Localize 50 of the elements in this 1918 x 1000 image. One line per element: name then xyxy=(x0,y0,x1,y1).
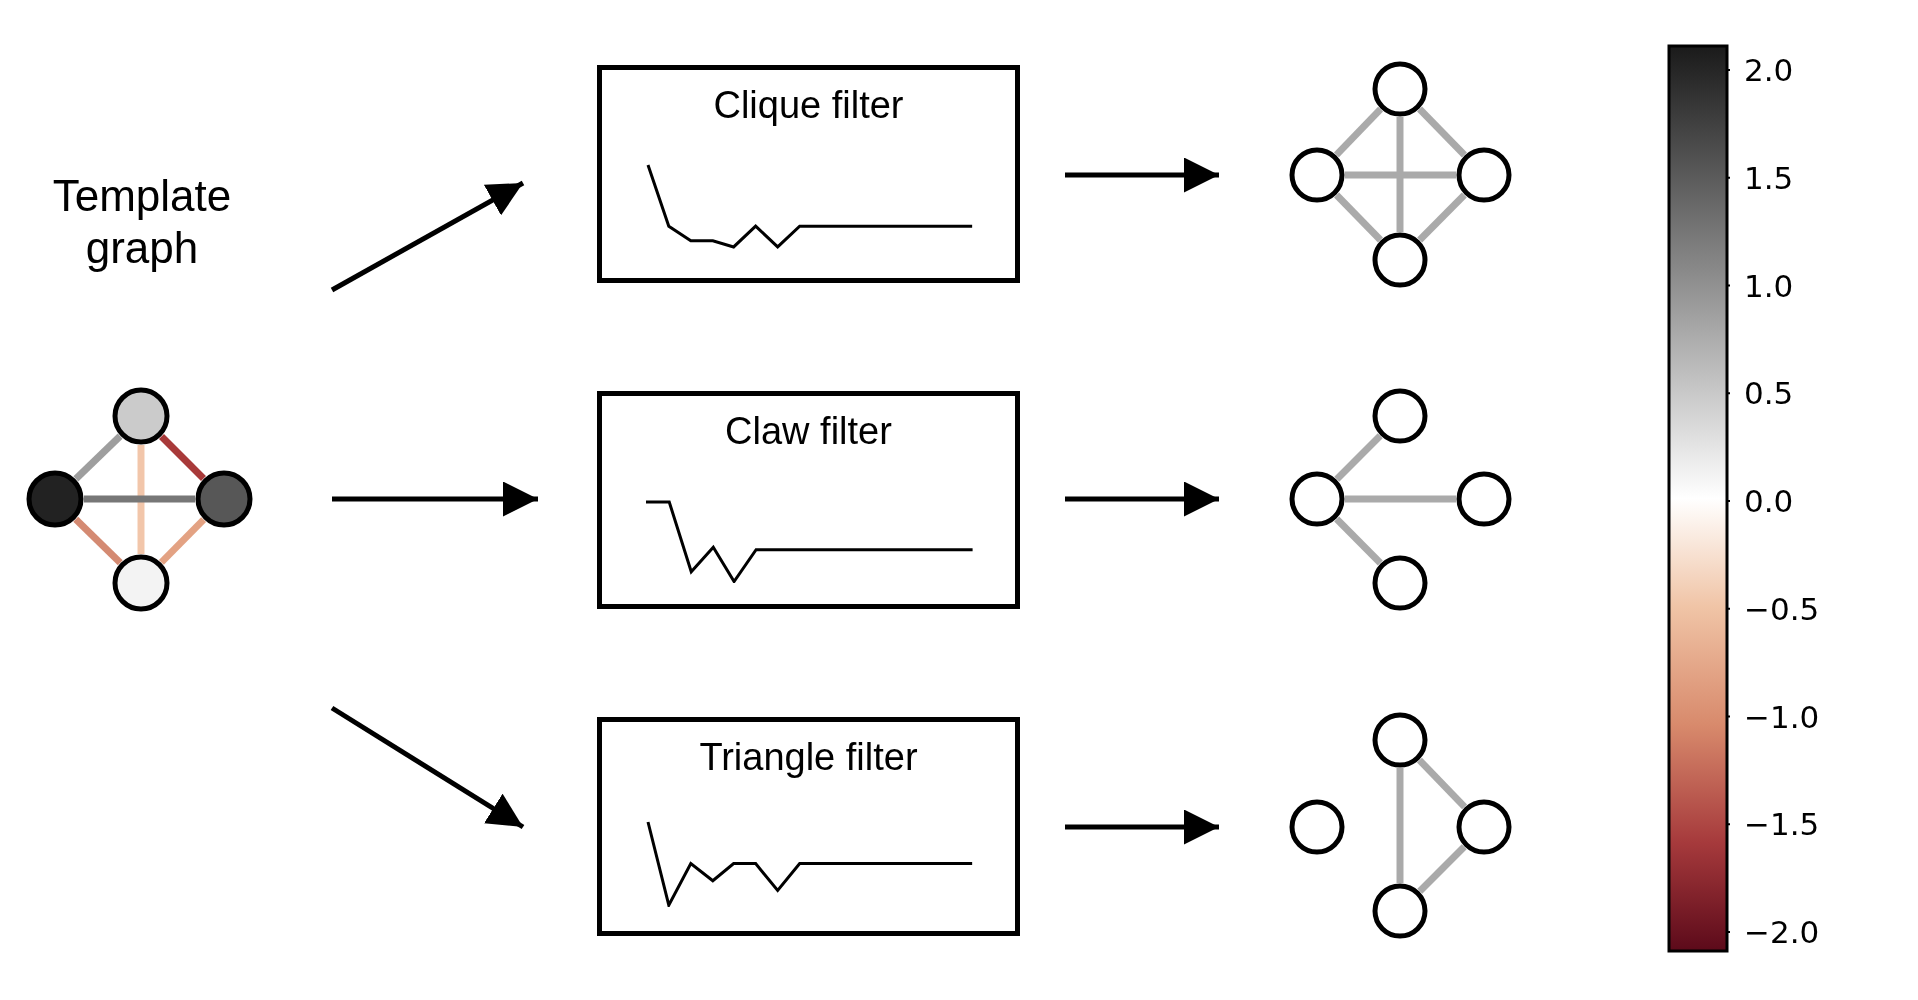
graph-edge xyxy=(158,517,207,565)
graph-edge xyxy=(1417,106,1467,158)
tick-label: −1.5 xyxy=(1744,806,1820,843)
graph-vertex xyxy=(1456,147,1512,203)
graph-edge xyxy=(1333,106,1384,158)
graph-edge xyxy=(1417,844,1467,894)
tick-label: 1.5 xyxy=(1744,159,1794,196)
filter-box xyxy=(597,717,1020,936)
graph-edge xyxy=(1334,192,1383,243)
tick-label: −1.0 xyxy=(1744,698,1820,735)
arrow xyxy=(1065,809,1219,845)
tick-label: 0.5 xyxy=(1744,375,1794,412)
graph-edge xyxy=(1417,192,1467,243)
graph-vertex xyxy=(1372,555,1428,611)
arrow xyxy=(330,180,525,293)
filter-title: Clique filter xyxy=(712,84,905,127)
graph-edge xyxy=(73,516,123,566)
filter-title: Triangle filter xyxy=(698,736,919,779)
graph-heading: Template graph xyxy=(51,170,233,274)
graph-vertex xyxy=(1289,147,1345,203)
graph-edge xyxy=(1416,757,1468,810)
arrow xyxy=(332,481,538,517)
graph-vertex xyxy=(112,554,170,612)
graph-vertex xyxy=(1372,388,1428,444)
graph-edge xyxy=(1334,516,1383,566)
arrow xyxy=(1065,157,1219,193)
graph-vertex xyxy=(1289,799,1345,855)
graph-edge xyxy=(1334,433,1383,482)
graph-vertex xyxy=(1456,471,1512,527)
tick-label: −2.0 xyxy=(1744,914,1820,950)
graph-vertex xyxy=(26,470,84,528)
arrow xyxy=(1065,481,1219,517)
tick-label: 1.0 xyxy=(1744,267,1794,304)
graph-vertex xyxy=(1289,471,1345,527)
graph-vertex xyxy=(1372,712,1428,768)
tick-label: 2.0 xyxy=(1744,52,1794,88)
filter-title: Claw filter xyxy=(724,410,893,453)
graph-vertex xyxy=(195,470,253,528)
graph-vertex xyxy=(1456,799,1512,855)
tick-label: 0.0 xyxy=(1744,483,1794,519)
arrow xyxy=(330,705,525,830)
graph-edge xyxy=(73,433,123,482)
filter-box xyxy=(597,65,1020,283)
filter-box xyxy=(597,391,1020,609)
graph-edge xyxy=(159,434,206,481)
tick-label: −0.5 xyxy=(1744,590,1820,627)
graph-vertex xyxy=(112,387,170,445)
graph-vertex xyxy=(1372,232,1428,288)
graph-vertex xyxy=(1372,61,1428,117)
graph-vertex xyxy=(1372,883,1428,939)
